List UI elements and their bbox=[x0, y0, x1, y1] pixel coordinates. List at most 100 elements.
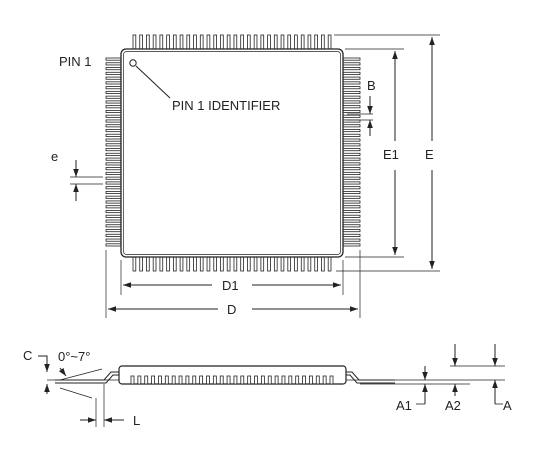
top-lead bbox=[300, 34, 305, 50]
right-lead-profile-upper bbox=[346, 371, 395, 381]
side-lead bbox=[137, 375, 142, 385]
side-leads bbox=[130, 375, 334, 385]
top-lead bbox=[240, 34, 244, 50]
side-lead bbox=[247, 375, 252, 385]
bottom-lead bbox=[321, 256, 325, 272]
side-lead bbox=[219, 375, 224, 385]
bottom-lead bbox=[159, 256, 164, 272]
top-lead bbox=[159, 34, 164, 50]
lead-thickness-label: C bbox=[23, 348, 32, 363]
bottom-lead bbox=[300, 256, 305, 272]
left-lead bbox=[105, 90, 122, 94]
left-lead bbox=[105, 119, 122, 123]
left-lead bbox=[105, 224, 122, 228]
top-lead bbox=[139, 34, 143, 50]
right-lead bbox=[342, 243, 361, 247]
left-lead bbox=[105, 181, 122, 185]
left-lead bbox=[105, 71, 122, 75]
right-lead bbox=[342, 190, 361, 194]
right-lead bbox=[342, 157, 361, 161]
right-lead bbox=[342, 81, 361, 85]
right-lead bbox=[342, 205, 361, 209]
side-lead bbox=[226, 375, 231, 385]
top-lead bbox=[213, 34, 217, 50]
left-lead bbox=[105, 57, 122, 61]
right-lead bbox=[342, 176, 361, 180]
right-lead bbox=[342, 214, 361, 218]
top-lead bbox=[273, 34, 278, 50]
right-lead bbox=[342, 57, 361, 61]
bottom-lead bbox=[307, 256, 312, 272]
overall-height-label: E bbox=[425, 147, 434, 162]
left-lead bbox=[105, 157, 122, 161]
left-lead bbox=[105, 167, 122, 171]
left-lead bbox=[105, 214, 122, 218]
lead-thickness-arrow-top bbox=[38, 355, 50, 372]
lead-angle-arrow bbox=[58, 367, 67, 377]
right-lead bbox=[342, 224, 361, 228]
bottom-lead bbox=[294, 256, 298, 272]
top-lead bbox=[220, 34, 224, 50]
side-lead bbox=[309, 375, 313, 385]
side-lead bbox=[130, 375, 135, 385]
left-lead bbox=[105, 233, 122, 237]
bottom-lead bbox=[199, 256, 204, 272]
body-thickness-label: A2 bbox=[445, 398, 461, 413]
top-lead bbox=[314, 34, 318, 50]
top-lead bbox=[152, 34, 157, 50]
side-lead bbox=[322, 375, 327, 385]
right-lead bbox=[342, 114, 361, 118]
left-lead bbox=[105, 62, 122, 66]
side-lead bbox=[315, 375, 320, 385]
bottom-lead bbox=[220, 256, 224, 272]
total-height-label: A bbox=[503, 398, 512, 413]
bottom-lead bbox=[179, 256, 184, 272]
top-lead bbox=[186, 34, 191, 50]
left-lead bbox=[105, 76, 122, 80]
top-lead bbox=[226, 34, 231, 50]
right-lead-profile-lower bbox=[346, 374, 395, 384]
body-width-label: D1 bbox=[222, 278, 239, 293]
side-lead bbox=[329, 375, 334, 385]
bottom-lead bbox=[260, 256, 265, 272]
package-body-inner-outline bbox=[123, 51, 341, 255]
left-lead bbox=[105, 210, 122, 214]
right-lead bbox=[342, 186, 361, 190]
pin1-leader-line bbox=[135, 65, 171, 99]
side-lead bbox=[302, 375, 306, 385]
side-lead bbox=[185, 375, 190, 385]
side-lead bbox=[281, 375, 286, 385]
bottom-lead bbox=[213, 256, 217, 272]
bottom-lead bbox=[193, 256, 197, 272]
top-lead bbox=[233, 34, 238, 50]
bottom-lead bbox=[172, 256, 177, 272]
right-lead bbox=[342, 76, 361, 80]
left-lead bbox=[105, 143, 122, 147]
left-lead bbox=[105, 133, 122, 137]
left-lead bbox=[105, 67, 122, 71]
body-height-label: E1 bbox=[383, 147, 399, 162]
left-lead bbox=[105, 95, 122, 99]
left-lead bbox=[105, 190, 122, 194]
bottom-lead bbox=[206, 256, 211, 272]
top-lead bbox=[146, 34, 150, 50]
right-lead bbox=[342, 167, 361, 171]
side-lead bbox=[288, 375, 293, 385]
bottom-lead bbox=[226, 256, 231, 272]
left-lead bbox=[105, 105, 122, 109]
side-lead bbox=[267, 375, 272, 385]
top-lead bbox=[253, 34, 258, 50]
pin1-identifier-dot bbox=[129, 59, 137, 67]
left-lead bbox=[105, 114, 122, 118]
right-lead bbox=[342, 129, 361, 133]
top-lead bbox=[166, 34, 170, 50]
left-lead bbox=[105, 238, 122, 242]
side-lead bbox=[260, 375, 265, 385]
bottom-lead bbox=[247, 256, 251, 272]
right-lead bbox=[342, 171, 361, 175]
top-lead bbox=[280, 34, 285, 50]
left-lead bbox=[105, 81, 122, 85]
right-lead bbox=[342, 143, 361, 147]
top-lead bbox=[132, 34, 137, 50]
side-lead bbox=[233, 375, 238, 385]
